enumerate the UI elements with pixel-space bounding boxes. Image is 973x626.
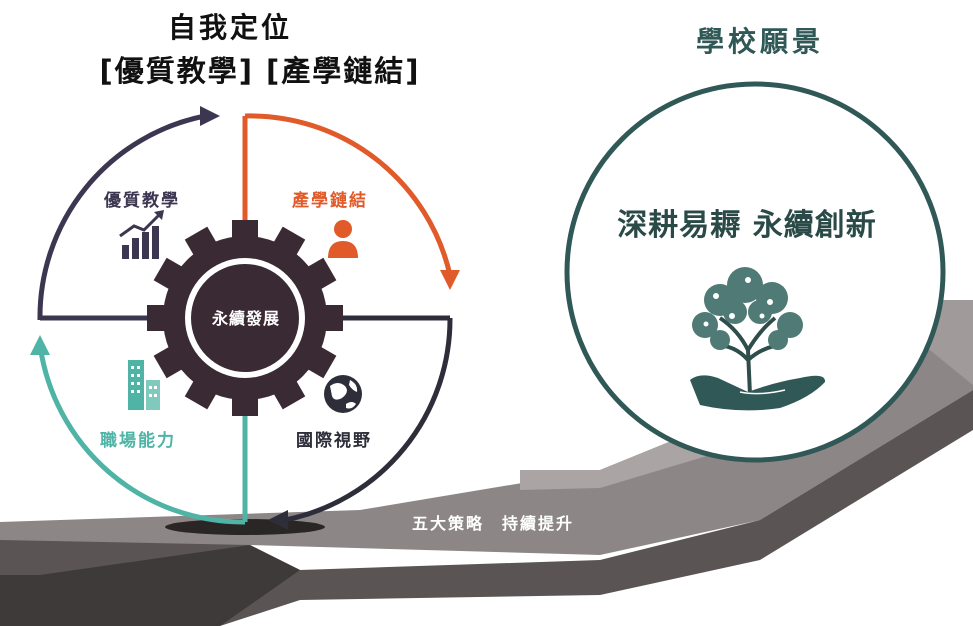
- self-positioning-title: 自我定位: [167, 11, 292, 44]
- growth-chart-icon: [119, 210, 164, 259]
- quadrant-label-industry-link: 產學鏈結: [292, 191, 368, 211]
- vision-statement: 深耕易耨 永續創新: [617, 208, 877, 243]
- arc-arrow-head-4: [30, 335, 50, 355]
- arc-arrow-head-1: [200, 106, 220, 126]
- positioning-subtitle: [優質教學] [產學鏈結]: [99, 54, 421, 88]
- globe-icon: [324, 375, 362, 413]
- strategy-cycle: [30, 106, 460, 530]
- arc-quality-teaching: [37, 113, 206, 321]
- tree-in-hand-icon: [690, 267, 826, 411]
- road-label: 五大策略 持續提升: [411, 514, 574, 533]
- gear-icon: [147, 220, 343, 416]
- buildings-icon: [128, 360, 160, 410]
- gear-center-label: 永續發展: [211, 309, 280, 328]
- quadrant-label-global-view: 國際視野: [296, 431, 372, 451]
- person-icon: [328, 220, 358, 258]
- quadrant-label-workplace-ability: 職場能力: [100, 431, 176, 451]
- arc-workplace: [37, 344, 246, 525]
- arc-arrow-head-2: [440, 270, 460, 290]
- arc-industry-link: [244, 113, 453, 276]
- quadrant-label-quality-teaching: 優質教學: [104, 191, 180, 211]
- school-vision-title: 學校願景: [695, 25, 824, 58]
- arc-arrow-head-3: [268, 510, 288, 530]
- arc-global-view: [284, 317, 453, 523]
